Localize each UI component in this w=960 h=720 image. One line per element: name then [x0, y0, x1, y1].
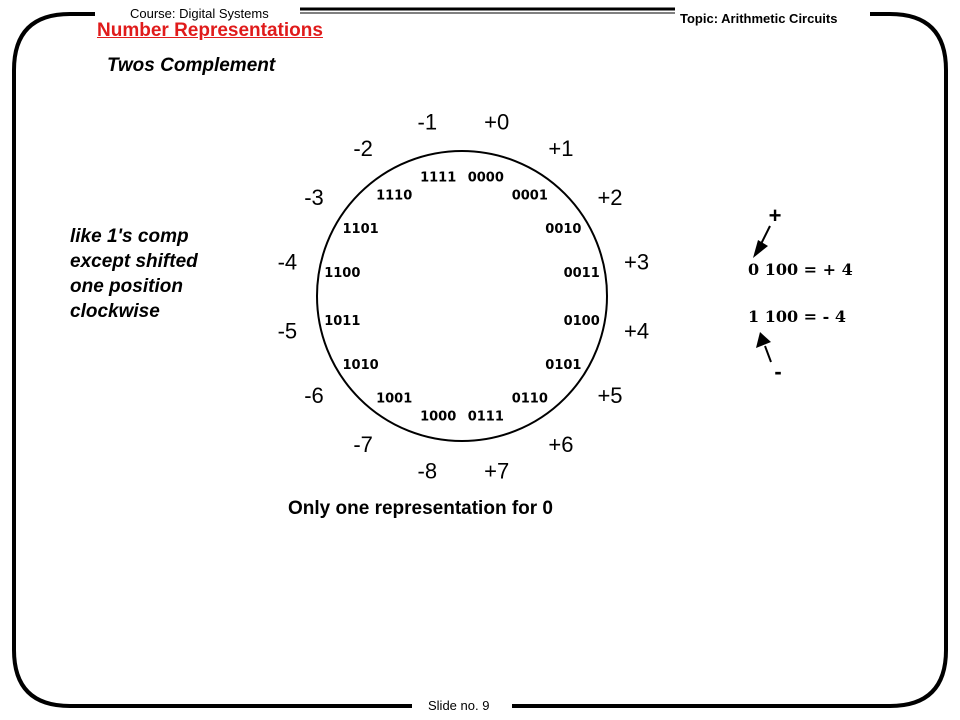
note-line: clockwise — [70, 301, 160, 322]
frame-border-left — [12, 12, 412, 708]
note-line: except shifted — [70, 251, 198, 272]
wheel-binary-label: 0011 — [564, 266, 600, 281]
note-line: one position — [70, 276, 183, 297]
wheel-binary-label: 1111 — [420, 170, 456, 185]
sign-minus-label: - — [774, 359, 781, 384]
wheel-decimal-label: +4 — [624, 319, 649, 344]
wheel-decimal-label: -6 — [304, 383, 324, 408]
sign-plus-label: + — [769, 203, 782, 228]
wheel-binary-label: 1011 — [324, 314, 360, 329]
wheel-binary-label: 1001 — [376, 391, 412, 406]
sign-demo-negative: 1 100 = - 4 — [748, 307, 846, 326]
caption: Only one representation for 0 — [288, 498, 553, 519]
wheel-decimal-label: +1 — [548, 136, 573, 161]
wheel-decimal-label: -1 — [418, 109, 438, 134]
wheel-decimal-label: +0 — [484, 109, 509, 134]
course-label: Course: Digital Systems — [130, 6, 269, 21]
slide-number: Slide no. 9 — [428, 698, 490, 713]
wheel-decimal-label: -5 — [278, 319, 298, 344]
wheel-binary-label: 0110 — [512, 391, 548, 406]
minus-arrow-head — [756, 332, 771, 348]
plus-arrow-head — [753, 240, 768, 258]
wheel-binary-label: 0010 — [545, 222, 581, 237]
wheel-binary-label: 1010 — [343, 358, 379, 373]
wheel-binary-label: 0111 — [468, 410, 504, 425]
wheel-decimal-label: +7 — [484, 459, 509, 484]
wheel-binary-label: 1100 — [324, 266, 360, 281]
wheel-decimal-label: +3 — [624, 249, 649, 274]
wheel-decimal-label: -4 — [278, 249, 298, 274]
wheel-binary-label: 0100 — [564, 314, 600, 329]
sign-demo-positive: 0 100 = + 4 — [748, 260, 853, 279]
wheel-binary-label: 0001 — [512, 189, 548, 204]
wheel-decimal-label: -7 — [353, 432, 373, 457]
wheel-decimal-label: +6 — [548, 432, 573, 457]
wheel-decimal-label: +5 — [597, 383, 622, 408]
wheel-binary-label: 1101 — [343, 222, 379, 237]
wheel-decimal-label: -3 — [304, 185, 324, 210]
wheel-decimal-label: -2 — [353, 136, 373, 161]
wheel-binary-label: 0000 — [468, 170, 504, 185]
topic-label: Topic: Arithmetic Circuits — [680, 11, 838, 26]
wheel-decimal-label: -8 — [418, 459, 438, 484]
wheel-binary-label: 1110 — [376, 189, 412, 204]
wheel-binary-label: 0101 — [545, 358, 581, 373]
note-line: like 1's comp — [70, 226, 189, 247]
slide-title: Number Representations — [97, 20, 323, 41]
slide-subtitle: Twos Complement — [107, 55, 276, 76]
explanation-note: like 1's comp except shifted one positio… — [70, 224, 198, 324]
number-wheel-labels: +0 0000 +1 0001 +2 0010 +3 0011 +4 0100 +5 0101 +6 01… — [278, 109, 650, 483]
wheel-binary-label: 1000 — [420, 410, 456, 425]
minus-arrow-shaft — [764, 345, 772, 363]
wheel-decimal-label: +2 — [597, 185, 622, 210]
frame-border-right — [512, 12, 948, 708]
number-wheel-circle — [316, 150, 608, 442]
